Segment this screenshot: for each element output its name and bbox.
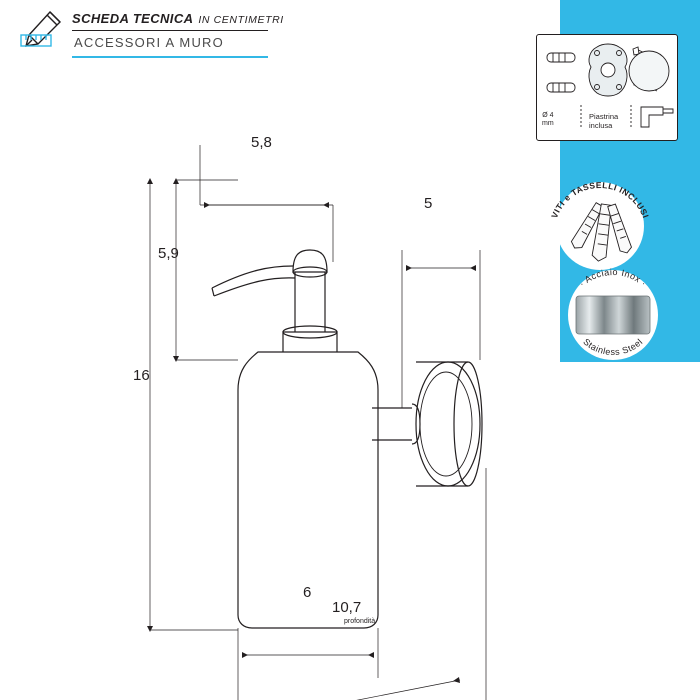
dim-label-6: 6 [303, 584, 311, 601]
header-title-main: SCHEDA TECNICA [72, 11, 194, 26]
wall-plug-2 [546, 82, 576, 93]
dim-58-arrow-right [323, 202, 329, 208]
dim-6-arrow-right [368, 652, 374, 658]
plate-included-line1: Piastrina [589, 112, 619, 121]
dim-5-arrow-left [406, 265, 412, 271]
dim-58-arrow-left [204, 202, 210, 208]
dim-59-arrow-top [173, 178, 179, 184]
pump-spout-bottom [213, 277, 296, 297]
dim-label-16: 16 [133, 367, 150, 384]
header-subtitle: ACCESSORI A MURO [74, 35, 224, 50]
wall-rose-ring [419, 371, 473, 477]
wall-plug-1 [546, 52, 576, 63]
plate-included-line2: inclusa [589, 121, 613, 130]
screw-shape-2 [591, 203, 612, 262]
dispenser-neck [282, 331, 338, 352]
dim-16-arrow-bot [147, 626, 153, 632]
header: SCHEDA TECNICA IN CENTIMETRI ACCESSORI A … [0, 0, 504, 58]
dim-5-arrow-right [470, 265, 476, 271]
dispenser-neck-top [282, 325, 338, 339]
dim-label-5-8: 5,8 [251, 134, 272, 151]
ruler-pencil-icon [20, 10, 61, 47]
plate-included-label: Piastrina inclusa [589, 112, 618, 130]
technical-drawing: 5,8 5,9 16 5 6 10,7 profondità [0, 60, 504, 700]
header-accent-underline [72, 56, 268, 58]
dim-107-arrow-right [453, 677, 460, 683]
dim-label-5-9: 5,9 [158, 245, 179, 262]
pump-head [292, 249, 328, 273]
dim-107-line [356, 679, 461, 700]
screws-and-plugs-badge: VITI e TASSELLI INCLUSI [542, 168, 658, 284]
wall-rose-inner [453, 361, 483, 487]
mounting-plate-hole [600, 62, 616, 78]
screw-shape-3 [607, 203, 632, 254]
dim-label-5: 5 [424, 195, 432, 212]
dim-59-arrow-bot [173, 356, 179, 362]
pump-head-base [292, 266, 328, 278]
wall-rose-outer [415, 361, 481, 487]
plate-diameter-label: Ø 4 mm [542, 112, 554, 128]
pump-spout-tip [211, 287, 215, 297]
dim-16-arrow-top [147, 178, 153, 184]
header-title-suffix: IN CENTIMETRI [198, 14, 284, 26]
cap-knob [628, 50, 670, 92]
mounting-plate-included-box: Ø 4 mm Piastrina inclusa [536, 34, 678, 141]
header-title: SCHEDA TECNICA IN CENTIMETRI [72, 11, 284, 26]
dim-label-depth-note: profondità [344, 618, 375, 625]
dim-6-arrow-left [242, 652, 248, 658]
dim-58-extension [199, 145, 334, 262]
stainless-steel-badge: · Acciaio Inox · Stainless Steel [554, 256, 672, 374]
header-divider [72, 30, 268, 31]
drill-icon [640, 106, 664, 128]
pump-spout-top [211, 265, 294, 289]
dim-label-10-7: 10,7 [332, 599, 361, 616]
plate-diameter-unit: mm [542, 120, 554, 127]
dispenser-glass-body [237, 351, 379, 629]
plate-diameter-value: Ø 4 [542, 112, 554, 119]
steel-swatch [575, 295, 651, 335]
panel-white-bottom [504, 362, 700, 700]
